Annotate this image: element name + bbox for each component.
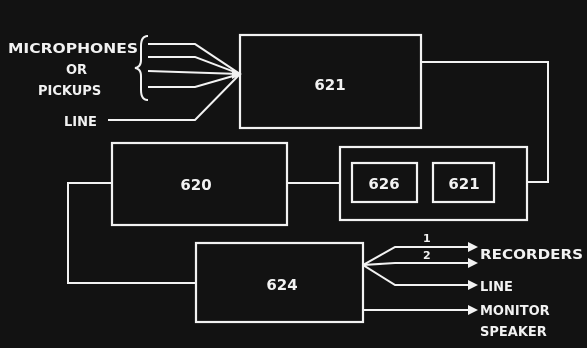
output-label-monitor: MONITOR [480, 304, 550, 319]
block-621-top [238, 33, 423, 130]
output-wire-line [362, 264, 470, 286]
output-label-speaker: SPEAKER [480, 325, 547, 340]
input-label-or: OR [66, 63, 87, 78]
wire-621-to-rightblock [421, 61, 549, 183]
output-label-recorders: RECORDERS [480, 248, 583, 263]
block-620-label: 620 [180, 176, 211, 194]
output-wire-recorder-1 [362, 246, 470, 266]
input-wire-4 [148, 73, 241, 88]
input-arrow-621 [232, 69, 242, 79]
input-label-pickups: PICKUPS [38, 84, 101, 99]
output-wire-recorder-2 [362, 262, 470, 266]
output-arrow-recorder-2 [468, 258, 478, 268]
block-626-label: 626 [368, 175, 399, 193]
wire-620-to-624 [67, 182, 196, 284]
output-arrow-monitor [468, 305, 478, 315]
block-621-inner [431, 161, 496, 204]
block-624 [194, 241, 365, 324]
output-arrow-line [468, 280, 478, 290]
input-label-microphones: MICROPHONES [8, 42, 138, 57]
block-626 [350, 161, 419, 204]
output-num-1: 1 [423, 232, 431, 245]
input-wire-3 [147, 70, 241, 75]
input-wire-1 [148, 43, 241, 75]
block-624-label: 624 [266, 276, 297, 294]
block-621-top-label: 621 [314, 76, 345, 94]
input-wire-line [108, 73, 241, 121]
output-arrow-recorder-1 [468, 242, 478, 252]
block-621-inner-label: 621 [448, 175, 479, 193]
input-wire-2 [148, 56, 241, 75]
input-brace [134, 35, 149, 101]
output-num-2: 2 [423, 249, 431, 262]
output-label-line: LINE [480, 280, 513, 295]
input-label-line: LINE [64, 115, 97, 130]
